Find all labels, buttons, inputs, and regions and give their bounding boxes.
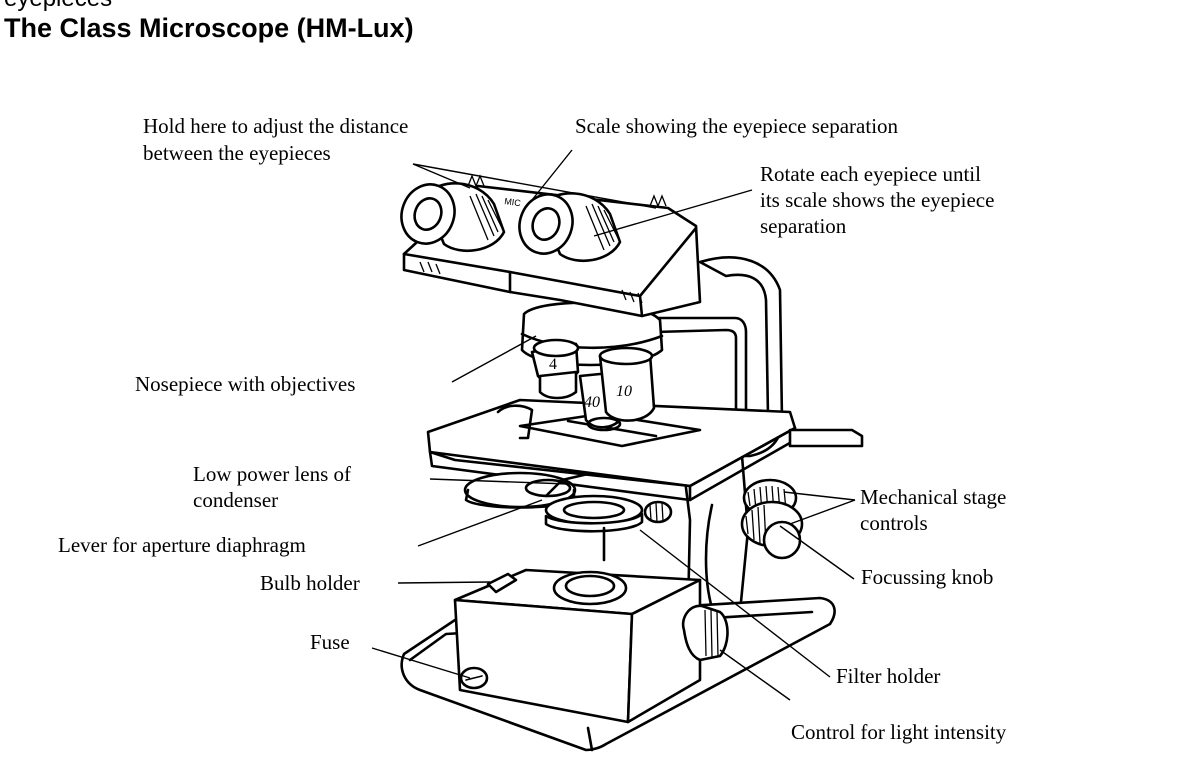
label-mechanical-line2: controls xyxy=(860,511,928,535)
light-intensity-knob xyxy=(681,604,729,662)
label-low-power-line1: Low power lens of xyxy=(193,462,351,486)
stage xyxy=(426,398,864,502)
focus-knobs xyxy=(740,478,804,560)
eyepiece-head: MIC xyxy=(400,174,702,318)
lamp-housing xyxy=(453,568,702,724)
label-fuse: Fuse xyxy=(310,630,350,654)
label-filter-holder: Filter holder xyxy=(836,664,940,688)
label-lever: Lever for aperture diaphragm xyxy=(58,533,306,557)
label-rotate-line3: separation xyxy=(760,214,847,238)
label-hold-here-line1: Hold here to adjust the distance xyxy=(143,114,408,138)
label-bulb-holder: Bulb holder xyxy=(260,571,360,595)
page-title: The Class Microscope (HM-Lux) xyxy=(4,13,414,43)
nosepiece: 4 40 10 xyxy=(520,301,664,432)
cut-off-heading: eyepieces xyxy=(4,0,112,11)
label-focussing: Focussing knob xyxy=(861,565,993,589)
labels: Hold here to adjust the distance between… xyxy=(58,114,1007,744)
objective-mark-4: 4 xyxy=(549,356,557,373)
objective-mark-40: 40 xyxy=(584,394,600,411)
objective-mark-10: 10 xyxy=(616,383,632,400)
label-light-control: Control for light intensity xyxy=(791,720,1007,744)
eyepiece-scale-mark: MIC xyxy=(504,196,522,208)
label-low-power-line2: condenser xyxy=(193,488,278,512)
label-rotate-line1: Rotate each eyepiece until xyxy=(760,162,981,186)
label-rotate-line2: its scale shows the eyepiece xyxy=(760,188,994,212)
label-mechanical-line1: Mechanical stage xyxy=(860,485,1006,509)
label-scale: Scale showing the eyepiece separation xyxy=(575,114,899,138)
microscope-drawing: 4 40 10 MIC xyxy=(400,174,864,752)
leader-lines xyxy=(371,149,856,701)
label-nosepiece: Nosepiece with objectives xyxy=(135,372,355,396)
label-hold-here-line2: between the eyepieces xyxy=(143,141,331,165)
